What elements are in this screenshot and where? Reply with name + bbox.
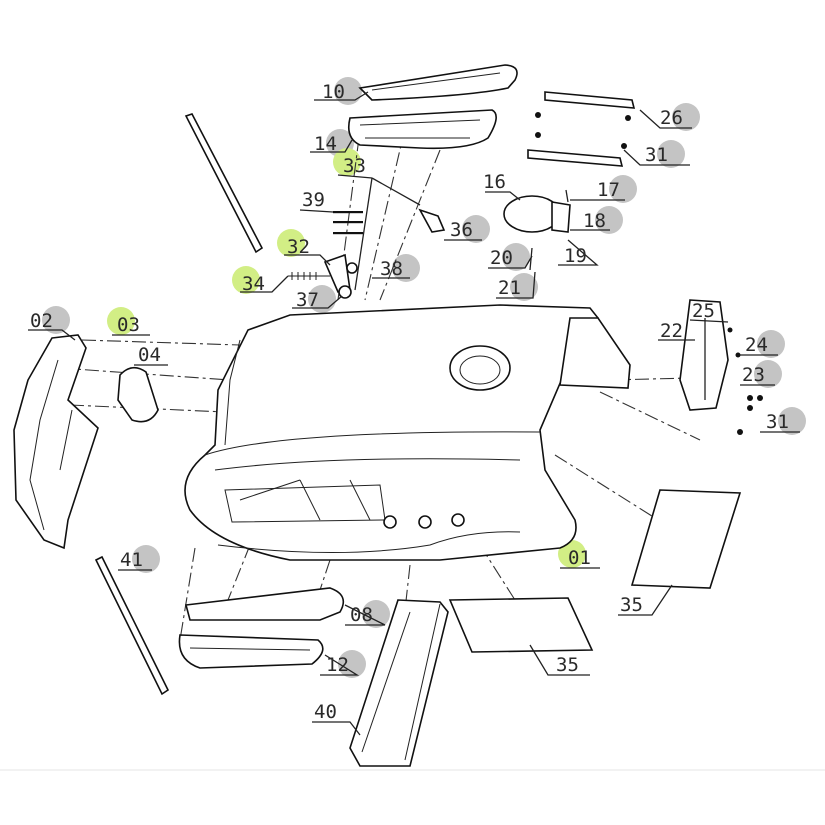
- callout-08: 08: [350, 604, 373, 626]
- marker-c38: [392, 254, 420, 282]
- callout-01: 01: [568, 547, 591, 569]
- marker-c36: [462, 215, 490, 243]
- callout-04: 04: [138, 344, 161, 366]
- part-33-rod: [354, 177, 421, 291]
- callout-19: 19: [564, 245, 587, 267]
- callout-14: 14: [314, 133, 337, 155]
- marker-c17: [609, 175, 637, 203]
- part-37-nut: [338, 285, 352, 299]
- part-34-spring: [288, 272, 330, 280]
- marker-c33: [333, 148, 361, 176]
- marker-c18: [595, 206, 623, 234]
- part-41-seal-strip-lower: [94, 555, 170, 696]
- callout-03: 03: [117, 314, 140, 336]
- marker-c32: [277, 229, 305, 257]
- part-10-top-trim: [358, 64, 518, 101]
- callout-markers: [42, 77, 806, 678]
- marker-c34: [232, 266, 260, 294]
- part-08-grille-trim: [184, 587, 345, 621]
- callout-12: 12: [326, 654, 349, 676]
- callout-34: 34: [242, 273, 265, 295]
- callout-10: 10: [322, 81, 345, 103]
- marker-c03: [107, 307, 135, 335]
- part-12-lower-trim: [178, 634, 324, 669]
- part-01-rear-mount: [559, 317, 631, 389]
- part-36-lock: [418, 208, 446, 233]
- callout-31-top: 31: [645, 144, 668, 166]
- callout-33: 33: [343, 155, 366, 177]
- part-14-top-panel: [347, 109, 497, 150]
- marker-c21: [510, 273, 538, 301]
- part-seal-strip-upper: [184, 113, 264, 254]
- callout-31-right: 31: [766, 411, 789, 433]
- callout-35-right: 35: [620, 594, 643, 616]
- callout-18: 18: [583, 210, 606, 232]
- callout-25: 25: [692, 300, 715, 322]
- leader-lines: [28, 91, 800, 736]
- part-38-washer: [346, 262, 358, 274]
- callout-02: 02: [30, 310, 53, 332]
- part-35-sheet-lower: [448, 597, 594, 653]
- callout-39: 39: [302, 189, 325, 211]
- marker-c10: [334, 77, 362, 105]
- part-26-hinge-arm-upper: [544, 91, 636, 109]
- callout-22: 22: [660, 320, 683, 342]
- callout-16: 16: [483, 171, 506, 193]
- part-04-latch: [117, 366, 159, 423]
- marker-c01: [558, 540, 586, 568]
- marker-c26: [672, 103, 700, 131]
- part-39-screws: [333, 211, 363, 235]
- marker-c12: [338, 650, 366, 678]
- callout-41: 41: [120, 549, 143, 571]
- marker-c02: [42, 306, 70, 334]
- marker-c31b: [778, 407, 806, 435]
- marker-c31a: [657, 140, 685, 168]
- callout-38: 38: [380, 258, 403, 280]
- callout-32: 32: [287, 236, 310, 258]
- callout-37: 37: [296, 289, 319, 311]
- marker-c37: [308, 285, 336, 313]
- callout-26: 26: [660, 107, 683, 129]
- part-40-foam-block: [349, 599, 449, 767]
- marker-c41: [132, 545, 160, 573]
- callout-23: 23: [742, 364, 765, 386]
- callout-40: 40: [314, 701, 337, 723]
- callout-labels: 10 14 33 39 32 34 36 38 37 26 31 16 17 1…: [30, 81, 789, 723]
- callout-17: 17: [597, 179, 620, 201]
- part-02-side-panel: [13, 334, 99, 550]
- marker-c08: [362, 600, 390, 628]
- part-22-hinge-plate: [679, 299, 729, 411]
- marker-c23: [754, 360, 782, 388]
- part-01-fuel-opening: [449, 345, 511, 391]
- callout-21: 21: [498, 277, 521, 299]
- callout-36: 36: [450, 219, 473, 241]
- parts: [0, 64, 825, 771]
- marker-c24: [757, 330, 785, 358]
- callout-20: 20: [490, 247, 513, 269]
- part-18-cap-hinge: [551, 201, 571, 233]
- marker-c20: [502, 243, 530, 271]
- part-26-hinge-arm-lower: [527, 149, 624, 167]
- callout-24: 24: [745, 334, 768, 356]
- callout-35-lower: 35: [556, 654, 579, 676]
- part-35-sheet-right: [630, 489, 742, 589]
